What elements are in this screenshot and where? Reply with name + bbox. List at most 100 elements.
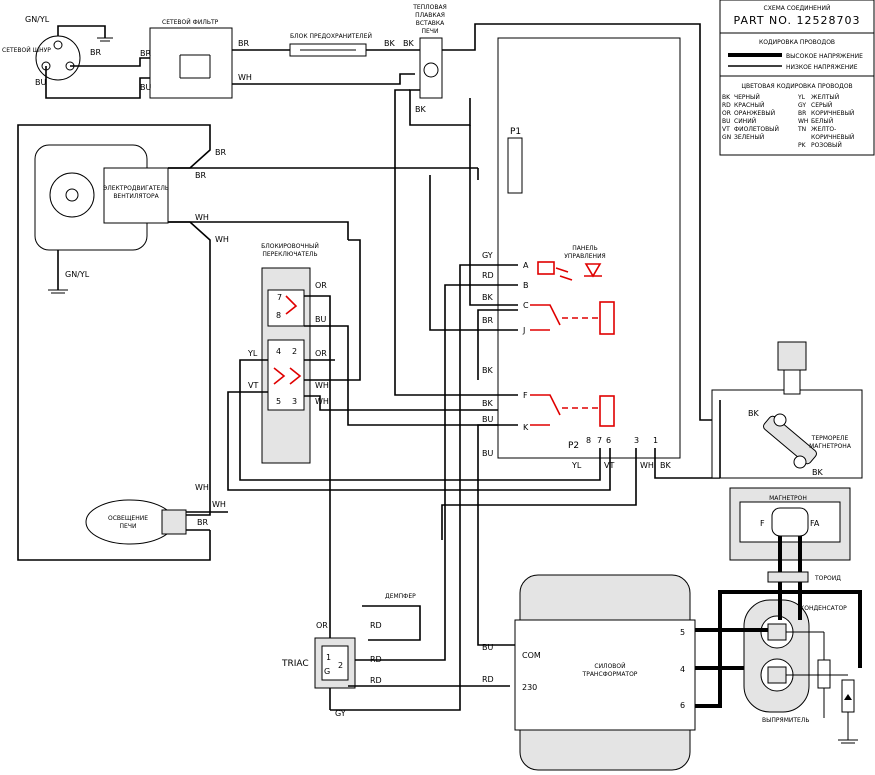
- terminal-label: 1: [326, 653, 331, 662]
- capacitor-label: КОНДЕНСАТОР: [800, 605, 847, 612]
- oven-light: ОСВЕЩЕНИЕ ПЕЧИ WH WH BR: [85, 483, 228, 545]
- legend-title: СХЕМА СОЕДИНЕНИЙ: [764, 5, 831, 12]
- toroid-label: ТОРОИД: [814, 575, 841, 582]
- lamp-icon: [85, 499, 175, 545]
- control-panel-relays: [530, 261, 615, 427]
- low-voltage-label: НИЗКОЕ НАПРЯЖЕНИЕ: [786, 64, 858, 71]
- wire-coding-title: КОДИРОВКА ПРОВОДОВ: [759, 39, 835, 46]
- wire-label: VT: [248, 381, 258, 390]
- wire-label: BK: [482, 366, 493, 375]
- wire-label: WH: [640, 461, 654, 470]
- wire-label: WH: [238, 73, 252, 82]
- color-name: КОРИЧНЕВЫЙ: [811, 134, 854, 141]
- transformer-label: ТРАНСФОРМАТОР: [582, 671, 638, 678]
- led-icon: [537, 261, 555, 275]
- color-name: КОРИЧНЕВЫЙ: [811, 110, 854, 117]
- wire-label: BU: [315, 315, 326, 324]
- relay-coil-icon: [599, 301, 615, 335]
- legend-part-no: PART NO. 12528703: [734, 14, 861, 27]
- terminal-label: 230: [522, 683, 537, 692]
- relay-switch-icon: [530, 304, 561, 326]
- magnetron-thermostat: BK BK ТЕРМОРЕЛЕ МАГНЕТРОНА: [711, 341, 863, 479]
- terminal-label: FA: [810, 519, 820, 528]
- terminal-label: G: [324, 667, 330, 676]
- triac-label: TRIAC: [281, 659, 309, 669]
- terminal-label: F: [523, 391, 528, 400]
- wire-label: VT: [604, 461, 614, 470]
- transformer-label: СИЛОВОЙ: [594, 663, 625, 670]
- color-code: YL: [797, 94, 806, 101]
- color-code: OR: [722, 110, 731, 117]
- terminal-label: B: [523, 281, 529, 290]
- wire-label: BK: [812, 468, 823, 477]
- thermal-fuse-label: ПЛАВКАЯ: [415, 12, 445, 19]
- wire-label: GY: [335, 709, 346, 718]
- damper-icon: [362, 605, 421, 641]
- switch-contact-icon: [273, 367, 286, 385]
- pin-label: 7: [597, 436, 602, 445]
- wire-label: OR: [315, 281, 327, 290]
- fuse-block-label: БЛОК ПРЕДОХРАНИТЕЛЕЙ: [290, 33, 372, 40]
- color-code: BK: [722, 94, 731, 101]
- wire-label: BR: [197, 518, 208, 527]
- magnetron: МАГНЕТРОН F FA ТОРОИД: [729, 487, 851, 583]
- terminal-label: 5: [680, 628, 685, 637]
- board-wiring: GY RD BK BR BK BK BU BU YL VT WH BK: [330, 89, 720, 711]
- color-code: WH: [798, 118, 808, 125]
- terminal-label: 5: [276, 397, 281, 406]
- wire-label: BR: [195, 171, 206, 180]
- wire-label: WH: [215, 235, 229, 244]
- thermal-fuse-label: ПЕЧИ: [422, 28, 439, 35]
- wire-label: BU: [482, 643, 493, 652]
- terminal-label: 4: [276, 347, 281, 356]
- thermal-fuse: ТЕПЛОВАЯ ПЛАВКАЯ ВСТАВКА ПЕЧИ BK BK: [403, 4, 720, 421]
- wire-label: WH: [212, 500, 226, 509]
- p1-label: P1: [510, 127, 521, 137]
- color-name: СЕРЫЙ: [811, 102, 832, 109]
- color-code: TN: [797, 126, 806, 133]
- mains-filter: СЕТЕВОЙ ФИЛЬТР BR BU BR WH: [140, 19, 415, 99]
- magnetron-terminal-icon: [771, 507, 809, 537]
- fan-motor-label: ЭЛЕКТРОДВИГАТЕЛЬ: [103, 185, 169, 192]
- wire-label: WH: [195, 213, 209, 222]
- wire-label: BR: [140, 49, 151, 58]
- wire-label: RD: [370, 676, 382, 685]
- thermal-fuse-label: ВСТАВКА: [416, 20, 445, 27]
- diode-icon: [584, 263, 602, 278]
- wire-label: BK: [384, 39, 395, 48]
- color-code: VT: [722, 126, 730, 133]
- oven-light-label: ПЕЧИ: [120, 523, 137, 530]
- control-panel-label: УПРАВЛЕНИЯ: [564, 253, 605, 260]
- wire-label: BU: [482, 449, 493, 458]
- color-code: RD: [722, 102, 731, 109]
- wire-label: BK: [482, 293, 493, 302]
- fan-motor: ЭЛЕКТРОДВИГАТЕЛЬ ВЕНТИЛЯТОРА BR WH BR WH…: [17, 124, 479, 561]
- wire-label: RD: [482, 271, 494, 280]
- terminal-label: 2: [292, 347, 297, 356]
- rectifier-label: ВЫПРЯМИТЕЛЬ: [762, 717, 809, 724]
- capacitor-rectifier: КОНДЕНСАТОР ВЫПРЯМИТЕЛЬ: [722, 582, 858, 744]
- legend-panel: СХЕМА СОЕДИНЕНИЙ PART NO. 12528703 КОДИР…: [719, 0, 875, 156]
- ground-wire-label: GN/YL: [65, 270, 90, 279]
- terminal-label: A: [523, 261, 529, 270]
- p2-label: P2: [568, 441, 579, 451]
- wire-label: BU: [140, 83, 151, 92]
- oven-light-label: ОСВЕЩЕНИЕ: [108, 515, 148, 522]
- wire-label: OR: [316, 621, 328, 630]
- terminal-label: 4: [680, 665, 685, 674]
- color-name: ЖЕЛТО-: [811, 126, 836, 133]
- wire-label: BK: [748, 409, 759, 418]
- mains-filter-label: СЕТЕВОЙ ФИЛЬТР: [162, 19, 219, 26]
- wire-label: BK: [403, 39, 414, 48]
- wire-label: RD: [370, 621, 382, 630]
- terminal-label: COM: [522, 651, 541, 660]
- wire-label: WH: [315, 381, 329, 390]
- color-code: PK: [798, 142, 807, 149]
- relay-coil-icon: [599, 395, 615, 427]
- terminal-label: F: [760, 519, 765, 528]
- fuse-block: БЛОК ПРЕДОХРАНИТЕЛЕЙ BK: [289, 33, 420, 57]
- pin-label: 8: [586, 436, 591, 445]
- wire-label: YL: [247, 349, 258, 358]
- pin-label: 6: [606, 436, 611, 445]
- wire-label: WH: [315, 397, 329, 406]
